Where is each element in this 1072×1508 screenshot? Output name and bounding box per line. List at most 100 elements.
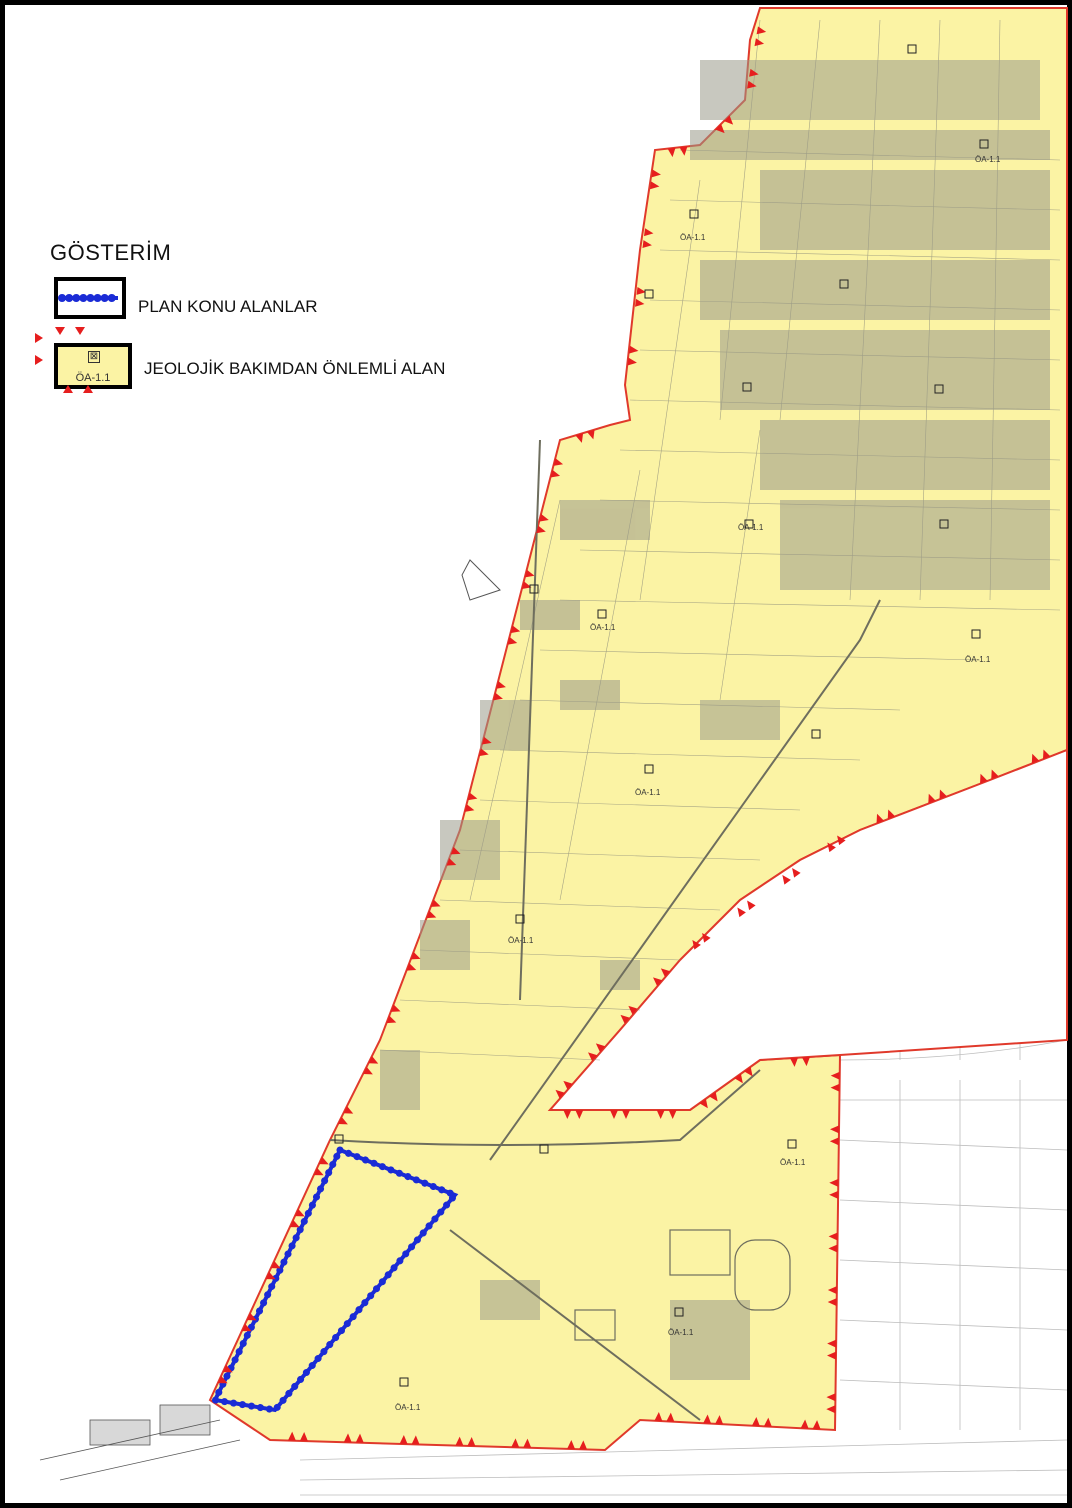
hazard-marker — [478, 748, 489, 757]
hazard-marker — [734, 1073, 743, 1084]
hazard-marker — [510, 625, 521, 634]
dotted-blue-boundary-icon — [54, 277, 126, 319]
hazard-marker — [496, 681, 506, 689]
hazard-marker — [792, 867, 801, 878]
hazard-marker — [827, 842, 836, 853]
hazard-marker — [567, 1439, 576, 1450]
hazard-marker — [747, 900, 756, 911]
hazard-marker — [679, 146, 688, 156]
hazard-marker — [651, 169, 661, 178]
hazard-marker — [827, 1298, 837, 1307]
hazard-marker — [829, 1137, 839, 1146]
hazard-marker — [313, 1167, 324, 1176]
sports-fields — [574, 1229, 791, 1341]
hazard-marker — [241, 1323, 252, 1332]
hazard-marker — [455, 1436, 464, 1446]
hazard-marker — [430, 899, 441, 907]
hazard-marker — [827, 1286, 837, 1295]
hazard-marker — [539, 513, 549, 522]
hazard-marker — [610, 1110, 618, 1119]
hazard-marker — [595, 1043, 606, 1053]
hazard-marker — [737, 907, 746, 918]
hazard-marker — [653, 977, 663, 987]
hazard-marker — [550, 469, 561, 478]
area-code-label: ÖA-1.1 — [975, 155, 1001, 164]
hazard-marker — [801, 1056, 810, 1067]
hazard-marker — [830, 1083, 840, 1092]
hazard-marker — [749, 68, 759, 77]
hazard-marker — [699, 1098, 708, 1109]
hazard-marker — [563, 1080, 573, 1090]
hazard-marker — [411, 1435, 420, 1445]
hazard-marker — [338, 1116, 348, 1125]
hazard-marker — [666, 1412, 675, 1422]
hazard-marker — [668, 1110, 677, 1119]
hazard-marker — [287, 1431, 296, 1441]
hazard-marker — [343, 1106, 354, 1114]
hazard-marker — [837, 835, 846, 846]
hazard-marker — [536, 525, 546, 534]
hazard-marker — [399, 1434, 408, 1445]
hazard-marker — [622, 1110, 630, 1119]
hazard-marker — [563, 1110, 572, 1119]
hazard-marker — [446, 858, 457, 866]
area-code-label: ÖA-1.1 — [680, 233, 706, 242]
hazard-marker — [222, 1364, 233, 1373]
area-symbol-icon: ⊠ — [88, 351, 100, 363]
area-code-label: ÖA-1.1 — [395, 1403, 421, 1412]
hazard-marker — [521, 581, 532, 589]
hazard-marker — [368, 1056, 379, 1064]
hazard-marker — [644, 228, 654, 237]
hazard-marker — [887, 809, 896, 820]
hazard-marker — [692, 939, 701, 950]
hazard-marker — [782, 874, 791, 885]
hazard-marker — [363, 1066, 373, 1075]
hazard-marker — [467, 1437, 476, 1447]
hazard-marker — [507, 636, 518, 645]
hazard-marker — [1031, 753, 1040, 764]
harbor — [39, 1404, 241, 1481]
plan-subject-area — [209, 1145, 461, 1414]
hazard-marker — [830, 1125, 840, 1134]
hazard-marker — [667, 147, 676, 158]
hazard-marker — [299, 1432, 308, 1442]
hazard-marker — [763, 1417, 772, 1427]
hazard-marker — [715, 1415, 724, 1425]
map-legend: GÖSTERİM PLAN KONU ALANLAR ⊠ ÖA-1.1 JEOL… — [35, 240, 560, 410]
hazard-marker — [656, 1110, 665, 1119]
hazard-marker — [450, 846, 461, 855]
legend-hazard-markers — [35, 327, 93, 393]
hazard-marker — [246, 1312, 257, 1321]
building-blocks — [380, 60, 1050, 1380]
hazard-marker — [928, 793, 936, 804]
area-code-label: ÖA-1.1 — [668, 1328, 694, 1337]
legend-label-geologic-area: JEOLOJİK BAKIMDAN ÖNLEMLİ ALAN — [144, 359, 446, 378]
area-code-label: ÖA-1.1 — [635, 788, 661, 797]
hazard-marker — [649, 181, 660, 190]
legend-title: GÖSTERİM — [50, 240, 172, 265]
hazard-marker — [481, 736, 492, 745]
hazard-marker — [636, 286, 646, 295]
area-code-label: ÖA-1.1 — [590, 623, 616, 632]
hazard-markers — [217, 26, 1051, 1450]
hazard-marker — [586, 429, 595, 440]
hazard-marker — [826, 1405, 836, 1414]
hazard-marker — [579, 1440, 588, 1450]
hazard-marker — [829, 1178, 839, 1187]
hazard-marker — [723, 115, 734, 125]
hazard-marker — [467, 792, 478, 801]
hazard-marker — [426, 910, 437, 919]
hazard-marker — [620, 1014, 630, 1024]
hazard-marker — [709, 1091, 718, 1102]
hazard-marker — [980, 773, 988, 784]
hazard-marker — [386, 1015, 397, 1024]
hazard-marker — [270, 1260, 281, 1269]
hazard-marker — [627, 357, 637, 366]
hazard-marker — [390, 1004, 401, 1012]
hazard-marker — [828, 1232, 838, 1241]
hazard-marker — [628, 1005, 638, 1015]
hazard-marker — [939, 789, 947, 800]
hazard-marker — [629, 345, 639, 354]
